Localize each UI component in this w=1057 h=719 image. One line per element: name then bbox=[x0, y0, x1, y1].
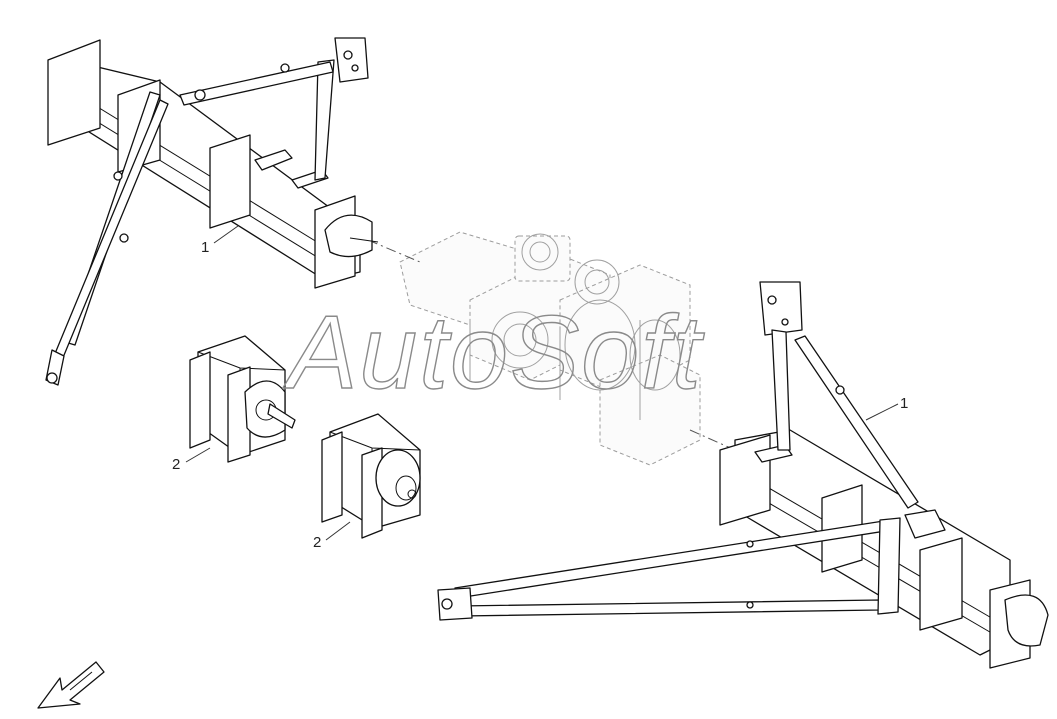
lift-bracket-left bbox=[179, 37, 369, 181]
callout-1b: 1 bbox=[900, 395, 908, 412]
wheel-hub-assembly-2a bbox=[189, 335, 296, 463]
callout-2b-leader bbox=[325, 521, 351, 541]
callout-2a-leader bbox=[185, 447, 211, 463]
callout-1b-leader bbox=[865, 403, 899, 421]
axis-line-right bbox=[689, 429, 736, 451]
wheel-hub-assembly-2b bbox=[321, 413, 421, 539]
tie-rods-left bbox=[45, 91, 169, 386]
axis-line-left bbox=[367, 239, 421, 263]
callout-1a-leader bbox=[213, 225, 239, 244]
callout-1a: 1 bbox=[201, 239, 209, 256]
callout-2a: 2 bbox=[172, 456, 180, 473]
watermark-text: AutoSoft bbox=[282, 295, 705, 411]
arrow-down-left-icon bbox=[37, 661, 105, 709]
central-drive-axle-ghost bbox=[399, 231, 701, 466]
lift-bracket-right bbox=[759, 281, 919, 509]
axle-housing-right bbox=[719, 429, 1049, 669]
axle-housing-left bbox=[47, 39, 379, 289]
callout-2b: 2 bbox=[313, 534, 321, 551]
tie-rods-right bbox=[437, 517, 901, 621]
